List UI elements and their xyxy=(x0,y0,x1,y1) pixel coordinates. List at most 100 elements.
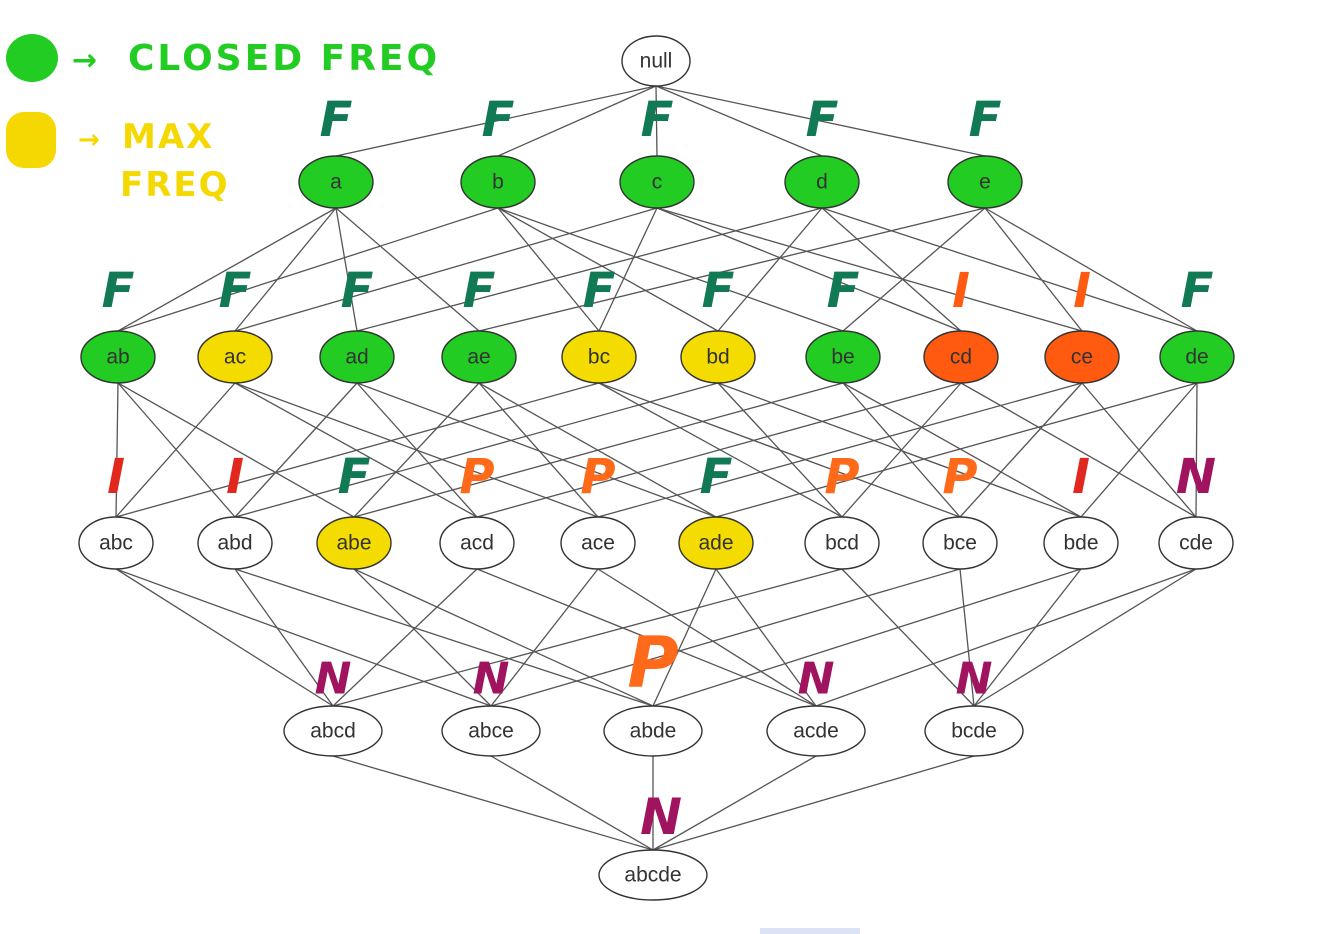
node-abcd: abcd xyxy=(283,705,383,757)
node-null: null xyxy=(621,35,691,87)
node-label-cde: cde xyxy=(1179,532,1213,555)
edge-abe-abce xyxy=(353,568,492,707)
edge-c-ac xyxy=(234,207,658,332)
node-bc: bc xyxy=(561,330,637,384)
lattice-edges xyxy=(115,85,1198,851)
node-ellipse-ade xyxy=(678,516,754,570)
mark-bde: I xyxy=(1072,449,1090,505)
node-label-ac: ac xyxy=(224,346,246,369)
edge-de-cde xyxy=(1195,382,1198,518)
node-label-bce: bce xyxy=(943,532,977,555)
node-label-acde: acde xyxy=(793,720,839,743)
mark-bc: F xyxy=(583,263,616,319)
node-label-ae: ae xyxy=(467,346,490,369)
edge-acd-acde xyxy=(476,568,817,707)
node-be: be xyxy=(805,330,881,384)
node-cd: cd xyxy=(923,330,999,384)
node-ellipse-ab xyxy=(80,330,156,384)
node-ellipse-c xyxy=(619,155,695,209)
node-label-e: e xyxy=(979,171,991,194)
node-label-abce: abce xyxy=(468,720,514,743)
mark-cde: N xyxy=(1176,449,1216,505)
node-ellipse-abcde xyxy=(598,849,708,901)
edge-null-a xyxy=(335,85,657,157)
edge-null-e xyxy=(655,85,986,157)
node-ellipse-abe xyxy=(316,516,392,570)
node-bce: bce xyxy=(922,516,998,570)
node-label-bcd: bcd xyxy=(825,532,859,555)
mark-cd: I xyxy=(952,263,970,319)
node-label-ce: ce xyxy=(1071,346,1093,369)
node-abd: abd xyxy=(197,516,273,570)
node-ellipse-ad xyxy=(319,330,395,384)
node-ae: ae xyxy=(441,330,517,384)
node-ellipse-acd xyxy=(439,516,515,570)
node-ce: ce xyxy=(1044,330,1120,384)
node-ellipse-cde xyxy=(1158,516,1234,570)
edge-ace-acde xyxy=(597,568,817,707)
edge-acde-abcde xyxy=(652,755,817,851)
edge-null-d xyxy=(655,85,823,157)
node-ellipse-de xyxy=(1159,330,1235,384)
node-ellipse-cd xyxy=(923,330,999,384)
node-abe: abe xyxy=(316,516,392,570)
node-bcd: bcd xyxy=(804,516,880,570)
node-label-ab: ab xyxy=(106,346,129,369)
node-ellipse-abce xyxy=(441,705,541,757)
node-ellipse-abcd xyxy=(283,705,383,757)
mark-abcd: N xyxy=(315,654,352,705)
node-ellipse-ace xyxy=(560,516,636,570)
edge-c-cd xyxy=(656,207,962,332)
legend-closed-swatch xyxy=(6,34,58,82)
edge-a-ab xyxy=(117,207,337,332)
mark-abc: I xyxy=(107,449,125,505)
edge-bde-abde xyxy=(652,568,1082,707)
node-ellipse-be xyxy=(805,330,881,384)
node-ellipse-bd xyxy=(680,330,756,384)
edge-bce-abce xyxy=(490,568,961,707)
edge-cd-acd xyxy=(476,382,962,518)
edge-bcd-abcd xyxy=(332,568,843,707)
legend-maximal-arrow: → xyxy=(78,125,100,155)
edge-de-ade xyxy=(715,382,1198,518)
edge-b-ab xyxy=(117,207,499,332)
legend-closed-arrow: → xyxy=(72,43,97,78)
node-label-abcd: abcd xyxy=(310,720,356,743)
mark-bd: F xyxy=(702,263,735,319)
mark-c: F xyxy=(641,92,674,148)
node-label-abd: abd xyxy=(217,532,252,555)
mark-acde: N xyxy=(798,654,835,705)
edge-ade-abde xyxy=(652,568,717,707)
node-label-ade: ade xyxy=(698,532,733,555)
node-b: b xyxy=(460,155,536,209)
edge-bc-abc xyxy=(115,382,600,518)
node-label-bde: bde xyxy=(1063,532,1098,555)
mark-ab: F xyxy=(102,263,135,319)
edge-c-ce xyxy=(656,207,1083,332)
edge-ad-abd xyxy=(234,382,358,518)
edge-cde-bcde xyxy=(973,568,1197,707)
node-ellipse-abd xyxy=(197,516,273,570)
node-ellipse-acde xyxy=(766,705,866,757)
edge-b-be xyxy=(497,207,844,332)
node-ellipse-a xyxy=(298,155,374,209)
node-ellipse-bc xyxy=(561,330,637,384)
node-ellipse-abde xyxy=(603,705,703,757)
edge-c-bc xyxy=(598,207,658,332)
edge-bd-bcd xyxy=(717,382,843,518)
node-label-acd: acd xyxy=(460,532,494,555)
node-ellipse-bcd xyxy=(804,516,880,570)
node-label-abe: abe xyxy=(336,532,371,555)
edge-cde-acde xyxy=(815,568,1197,707)
edge-e-ae xyxy=(478,207,986,332)
node-label-b: b xyxy=(492,171,504,194)
mark-de: F xyxy=(1181,263,1214,319)
node-abcde: abcde xyxy=(598,849,708,901)
edge-e-ce xyxy=(984,207,1083,332)
node-a: a xyxy=(298,155,374,209)
node-ellipse-bde xyxy=(1043,516,1119,570)
mark-ae: F xyxy=(463,263,496,319)
edge-d-bd xyxy=(717,207,823,332)
mark-ade: F xyxy=(700,449,733,505)
